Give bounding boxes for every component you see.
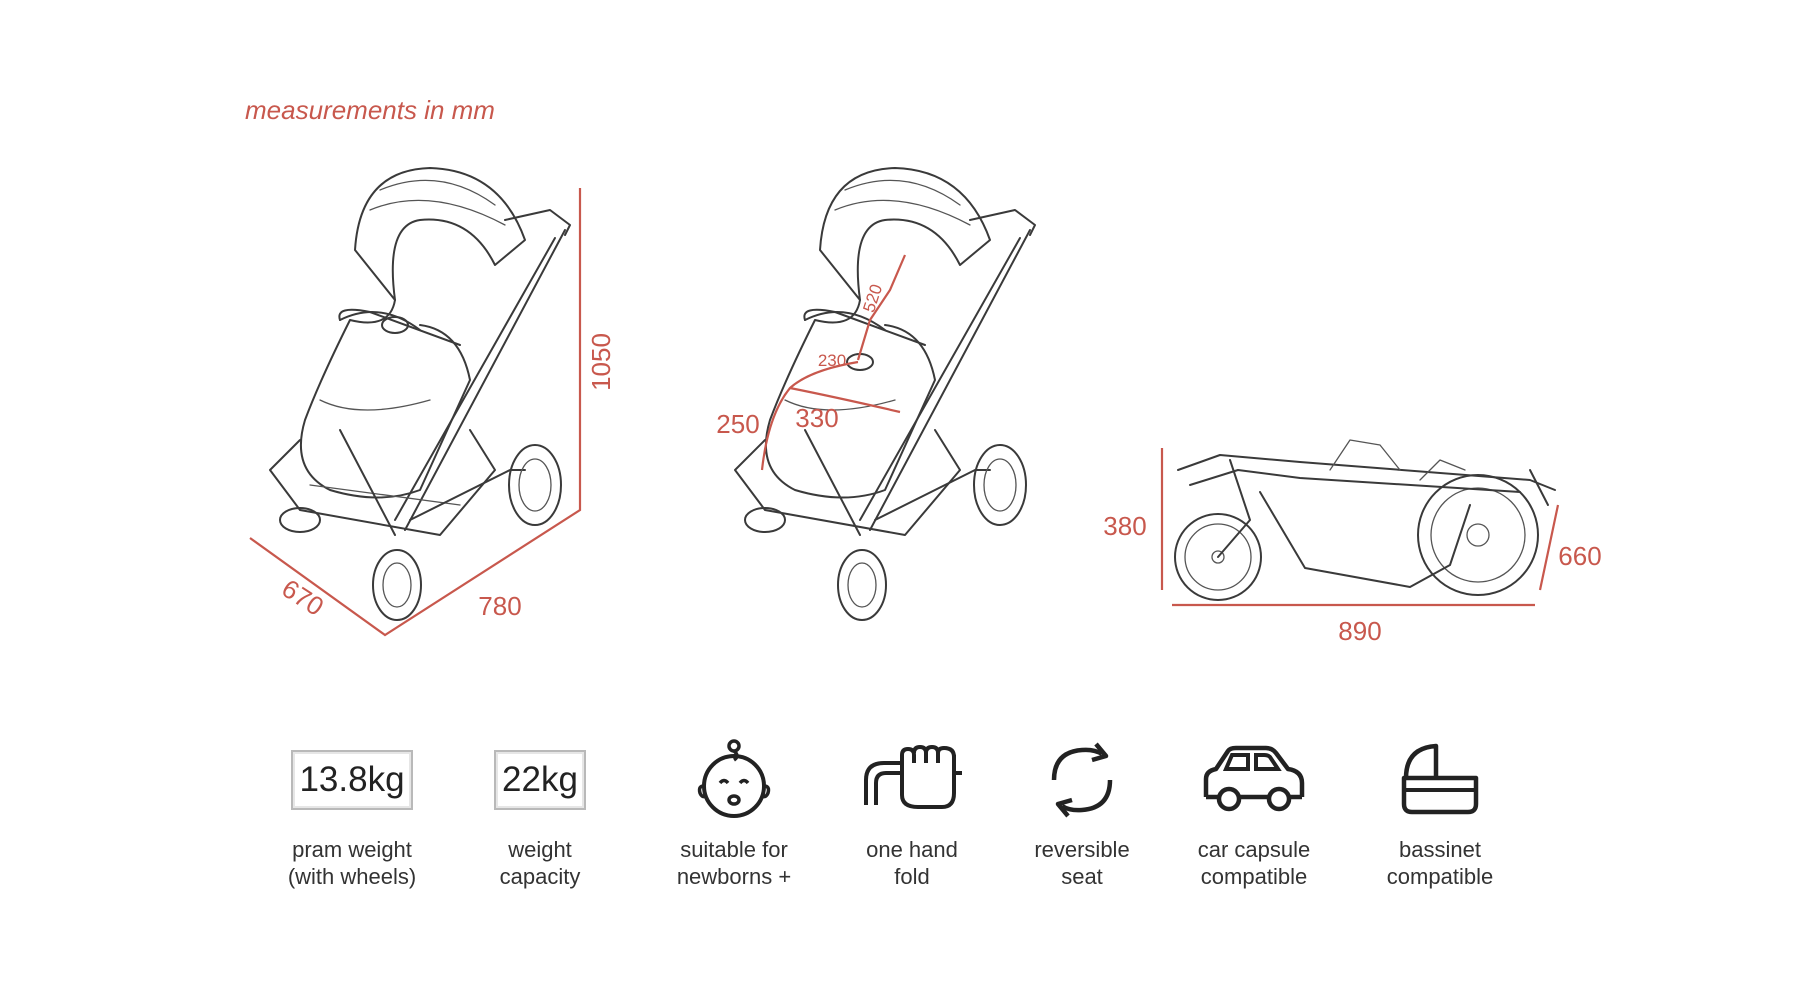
reverse-arrows-icon — [1051, 742, 1113, 818]
height-1050-label: 1050 — [586, 333, 616, 391]
seat-width-250-label: 250 — [716, 409, 759, 439]
feature-pram-weight: 13.8kg pram weight (with wheels) — [262, 740, 442, 890]
stroller-illustration-1: 1050 670 780 — [249, 167, 616, 637]
folded-height-380-label: 380 — [1103, 511, 1146, 541]
stroller-diagrams: 1050 670 780 250 330 230 520 — [249, 167, 1602, 646]
measurements-caption: measurements in mm — [245, 95, 495, 125]
folded-depth-660-label: 660 — [1558, 541, 1601, 571]
feature-label: weight capacity — [499, 837, 581, 889]
feature-reversible-seat: reversible seat — [992, 740, 1172, 890]
back-520-label: 520 — [859, 282, 886, 315]
feature-weight-capacity: 22kg weight capacity — [450, 740, 630, 890]
width-780-label: 780 — [478, 591, 521, 621]
feature-newborns: suitable for newborns + — [644, 739, 824, 890]
seat-depth-330-label: 330 — [795, 403, 838, 433]
bassinet-icon — [1401, 743, 1479, 815]
feature-bassinet: bassinet compatible — [1350, 740, 1530, 890]
baby-face-icon — [697, 739, 771, 818]
feature-car-capsule: car capsule compatible — [1164, 740, 1344, 890]
folded-stroller-illustration: 380 660 890 — [1103, 439, 1602, 646]
stroller-illustration-2: 250 330 230 520 — [716, 167, 1036, 621]
hand-fold-icon — [864, 745, 962, 809]
feature-label: bassinet compatible — [1386, 837, 1494, 889]
car-icon — [1203, 745, 1305, 812]
feature-label: reversible seat — [1034, 837, 1130, 889]
feature-label: one hand fold — [866, 837, 958, 889]
folded-length-890-label: 890 — [1338, 616, 1381, 646]
depth-670-label: 670 — [277, 573, 330, 622]
seat-230-label: 230 — [818, 351, 846, 370]
feature-one-hand-fold: one hand fold — [822, 740, 1002, 890]
feature-label: car capsule compatible — [1197, 837, 1311, 889]
pram-weight-value: 13.8kg — [291, 750, 413, 810]
feature-label: suitable for newborns + — [676, 837, 792, 889]
weight-capacity-value: 22kg — [494, 750, 586, 810]
feature-label: pram weight (with wheels) — [287, 837, 417, 889]
